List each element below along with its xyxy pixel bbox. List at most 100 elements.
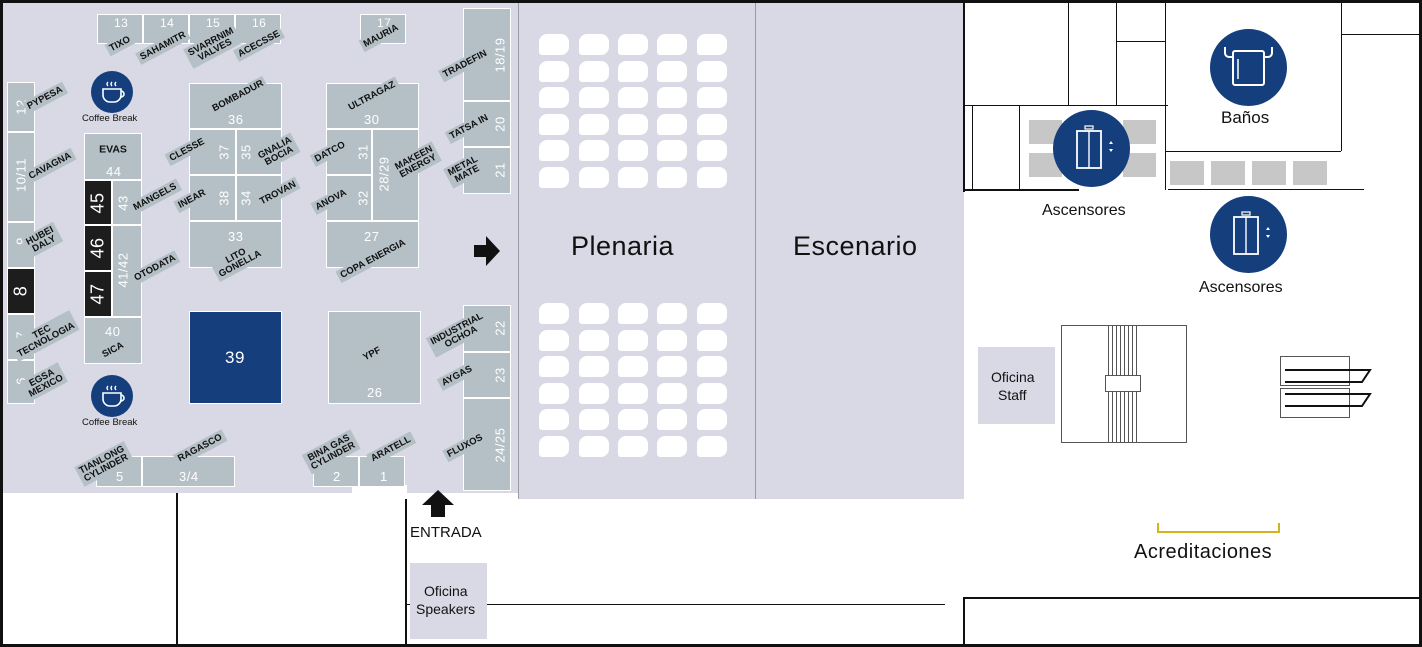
plenary-seat [539, 435, 569, 457]
booth-number: 27 [364, 229, 380, 244]
coffee-cup-glyph [102, 385, 125, 407]
booth-number: 45 [87, 192, 108, 214]
elevator-icon [1053, 110, 1130, 187]
plenary-seat [697, 166, 727, 188]
restroom-glyph [1224, 47, 1273, 86]
oficina-speakers-room[interactable]: Oficina Speakers [410, 563, 487, 639]
plenary-seat [657, 329, 687, 351]
booth-number: 44 [106, 164, 122, 179]
wall-plenary-right [963, 0, 965, 192]
wall-service-h1 [963, 105, 1168, 106]
plenary-seat [618, 113, 648, 135]
outer-frame-bottom [0, 644, 1422, 647]
booth-8[interactable]: 8 [7, 268, 35, 314]
wall-service-v3 [1068, 3, 1069, 106]
booth-number: 46 [87, 237, 108, 259]
plenary-seat [657, 87, 687, 108]
plenary-seat [539, 329, 569, 351]
wall-bottom-right-v [963, 597, 965, 644]
plenary-seat [657, 356, 687, 377]
booth-number: 37 [216, 144, 232, 160]
ascensores-label: Ascensores [1042, 202, 1126, 219]
plenary-seat [697, 303, 727, 324]
plenary-seat [579, 166, 609, 188]
booth-46[interactable]: 46 [84, 225, 112, 271]
booth-number: 28/29 [376, 156, 392, 192]
coffee-cup-icon [91, 71, 133, 113]
booth-44[interactable]: 44 [84, 133, 142, 180]
plenary-seat [618, 329, 648, 351]
booth-45[interactable]: 45 [84, 180, 112, 225]
arrow-right-icon [474, 236, 500, 266]
plenary-seat [657, 140, 687, 161]
booth-number: 20 [492, 116, 508, 132]
plenaria-label: Plenaria [571, 231, 675, 261]
plenary-seat [579, 34, 609, 55]
plenary-seat [579, 382, 609, 404]
plenary-seat [618, 87, 648, 108]
escalator [1280, 356, 1372, 418]
booth-47[interactable]: 47 [84, 271, 112, 317]
booth-number: 31 [355, 144, 371, 160]
coffee-break-label: Coffee Break [82, 113, 138, 124]
booth-9[interactable]: 9 [7, 222, 35, 268]
booth-13[interactable]: 13 [97, 14, 143, 44]
plenary-seat [697, 356, 727, 377]
wall-service-h5 [1341, 34, 1419, 35]
oficina-speakers-label: Speakers [416, 601, 476, 617]
booth-number: 13 [114, 16, 129, 30]
plenary-seat [657, 435, 687, 457]
plenary-seat [579, 329, 609, 351]
plenary-seat [618, 140, 648, 161]
entrance-label: ENTRADA [410, 524, 482, 541]
plenary-seat [618, 166, 648, 188]
outer-frame-right [1419, 0, 1422, 647]
booth-39[interactable]: 39 [189, 311, 282, 404]
elevator-shaft [1170, 161, 1204, 185]
plenary-seat [579, 113, 609, 135]
booth-number: 1 [380, 469, 388, 484]
coffee-cup-glyph [102, 81, 125, 103]
entrance-walkway [352, 485, 407, 499]
plenary-seat [618, 409, 648, 430]
outer-frame-top [0, 0, 1422, 3]
plenary-seat [539, 409, 569, 430]
plenary-seat [697, 87, 727, 108]
booth-number: 41/42 [115, 252, 131, 288]
booth-number: 22 [492, 320, 508, 336]
elevator-glyph [1076, 125, 1113, 169]
booth-number: 2 [333, 469, 341, 484]
staircase [1061, 325, 1187, 443]
plenary-seat [697, 435, 727, 457]
wall-service-h3 [1168, 189, 1364, 190]
banos-label: Baños [1221, 108, 1270, 127]
wall-service-v1 [972, 105, 973, 190]
wall-service-v4 [1116, 3, 1117, 106]
plenary-seat [697, 329, 727, 351]
booth-number: 36 [228, 112, 244, 127]
plenary-seat [579, 356, 609, 377]
plenary-seat [697, 34, 727, 55]
plenary-seat [539, 140, 569, 161]
exhibitor-evas: EVAS [96, 144, 130, 157]
booth-number: 8 [10, 285, 31, 297]
oficina-staff-label: Staff [998, 387, 1027, 403]
booth-number: 23 [492, 367, 508, 383]
booth-number: 39 [225, 348, 245, 367]
oficina-staff-room[interactable]: Oficina Staff [978, 347, 1055, 424]
outer-frame-left [0, 0, 3, 647]
booth-1[interactable]: 1 [359, 456, 405, 487]
booth-number: 30 [364, 112, 380, 127]
booth-number: 34 [238, 190, 254, 206]
plenary-seat [618, 382, 648, 404]
booth-number: 35 [238, 144, 254, 160]
wall-service-h4 [1165, 151, 1341, 152]
booth-number: 16 [252, 16, 267, 30]
wall-entrance [405, 499, 407, 644]
plenary-seat [539, 113, 569, 135]
elevator-icon [1210, 196, 1287, 273]
elevator-shaft [1252, 161, 1286, 185]
plenary-seat [657, 113, 687, 135]
ascensores-label: Ascensores [1199, 279, 1283, 296]
